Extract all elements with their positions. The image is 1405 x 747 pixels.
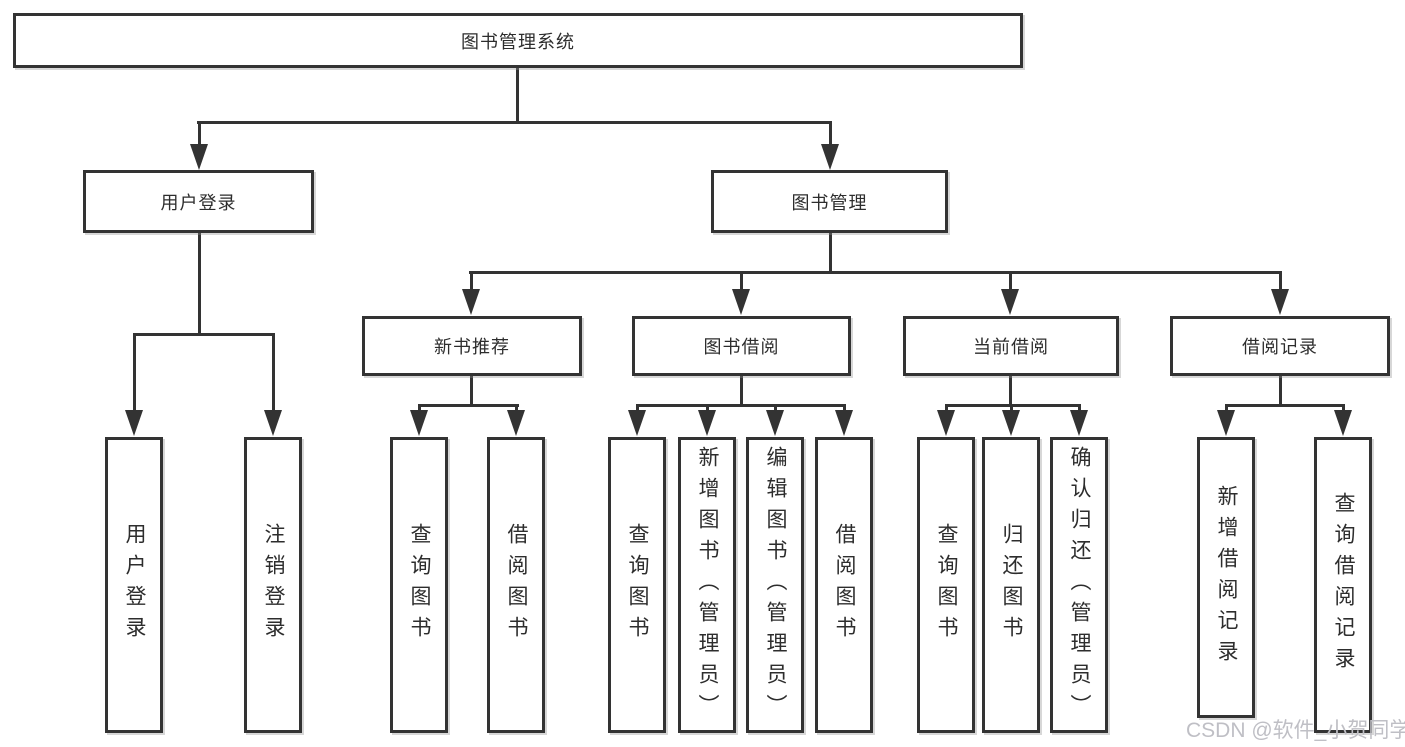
arrow-down-icon [1070, 410, 1088, 436]
connector-stub [1279, 271, 1282, 292]
arrow-down-icon [732, 289, 750, 315]
arrow-down-icon [1271, 289, 1289, 315]
connector-stub [945, 404, 948, 413]
connector-bus [418, 404, 519, 407]
node-label: 确认归还（管理员） [1068, 445, 1091, 725]
connector-bus [945, 404, 1081, 407]
node-user-login-module: 用户登录 [83, 170, 314, 233]
node-borrow-records: 借阅记录 [1170, 316, 1390, 376]
connector-drop [470, 375, 473, 407]
leaf-borrow-books-recommend: 借阅图书 [487, 437, 545, 733]
arrow-down-icon [410, 410, 428, 436]
node-label: 新书推荐 [434, 337, 510, 357]
connector-bus [636, 404, 846, 407]
connector-mgmt-drop [829, 233, 832, 274]
connector-stub [1009, 271, 1012, 292]
leaf-add-borrow-record: 新增借阅记录 [1197, 437, 1255, 718]
arrow-down-icon [1002, 410, 1020, 436]
node-new-book-recommend: 新书推荐 [362, 316, 582, 376]
arrow-down-icon [462, 289, 480, 315]
connector-stub [774, 404, 777, 413]
connector-stub [418, 404, 421, 413]
leaf-query-books-borrow: 查询图书 [608, 437, 666, 733]
connector-root-drop [516, 68, 519, 124]
connector-stub [515, 404, 518, 413]
connector-level2-bus [197, 121, 832, 124]
leaf-query-borrow-record: 查询借阅记录 [1314, 437, 1372, 733]
node-label: 查询图书 [408, 523, 431, 647]
arrow-down-icon [264, 410, 282, 436]
node-label: 查询借阅记录 [1332, 492, 1355, 678]
connector-stub [133, 333, 136, 412]
node-label: 注销登录 [262, 523, 285, 647]
leaf-add-books-admin: 新增图书（管理员） [678, 437, 736, 733]
leaf-borrow-books: 借阅图书 [815, 437, 873, 733]
leaf-confirm-return-admin: 确认归还（管理员） [1050, 437, 1108, 733]
connector-stub [272, 333, 275, 412]
node-label: 图书借阅 [703, 337, 780, 357]
node-label: 查询图书 [935, 523, 958, 647]
node-label: 借阅记录 [1242, 337, 1318, 357]
connector-login-drop [198, 233, 201, 336]
arrow-down-icon [698, 410, 716, 436]
connector-login-bus [133, 333, 275, 336]
leaf-query-books-current: 查询图书 [917, 437, 975, 733]
node-label: 归还图书 [1000, 523, 1023, 647]
connector-stub [1010, 404, 1013, 413]
node-label: 用户登录 [123, 523, 146, 647]
node-root-system: 图书管理系统 [13, 13, 1023, 68]
connector-drop [740, 375, 743, 407]
node-label: 借阅图书 [833, 523, 856, 647]
connector-drop [1279, 375, 1282, 407]
connector-stub [829, 121, 832, 147]
leaf-return-books: 归还图书 [982, 437, 1040, 733]
connector-stub [1225, 404, 1228, 413]
leaf-user-login: 用户登录 [105, 437, 163, 733]
leaf-edit-books-admin: 编辑图书（管理员） [746, 437, 804, 733]
arrow-down-icon [835, 410, 853, 436]
node-label: 查询图书 [626, 523, 649, 647]
connector-stub [1342, 404, 1345, 413]
arrow-down-icon [937, 410, 955, 436]
arrow-down-icon [821, 144, 839, 170]
connector-stub [470, 271, 473, 292]
node-label: 用户登录 [160, 192, 237, 213]
node-label: 借阅图书 [505, 523, 528, 647]
node-book-management-module: 图书管理 [711, 170, 948, 233]
node-label: 当前借阅 [973, 337, 1049, 357]
node-label: 新增图书（管理员） [696, 445, 719, 725]
arrow-down-icon [190, 144, 208, 170]
arrow-down-icon [766, 410, 784, 436]
connector-drop [1009, 375, 1012, 407]
node-label: 图书管理系统 [461, 31, 575, 52]
arrow-down-icon [628, 410, 646, 436]
csdn-watermark: CSDN @软件_小贺同学 [1186, 719, 1405, 742]
connector-stub [198, 121, 201, 147]
connector-stub [706, 404, 709, 413]
node-label: 新增借阅记录 [1215, 484, 1238, 671]
connector-level3-bus [469, 271, 1282, 274]
arrow-down-icon [507, 410, 525, 436]
leaf-logout: 注销登录 [244, 437, 302, 733]
arrow-down-icon [1334, 410, 1352, 436]
connector-stub [1078, 404, 1081, 413]
connector-stub [843, 404, 846, 413]
connector-stub [636, 404, 639, 413]
node-book-borrow: 图书借阅 [632, 316, 851, 376]
arrow-down-icon [1001, 289, 1019, 315]
node-label: 编辑图书（管理员） [764, 445, 787, 725]
arrow-down-icon [1217, 410, 1235, 436]
connector-bus [1225, 404, 1345, 407]
node-label: 图书管理 [791, 192, 868, 213]
arrow-down-icon [125, 410, 143, 436]
leaf-query-books-recommend: 查询图书 [390, 437, 448, 733]
node-current-borrow: 当前借阅 [903, 316, 1119, 376]
connector-stub [740, 271, 743, 292]
